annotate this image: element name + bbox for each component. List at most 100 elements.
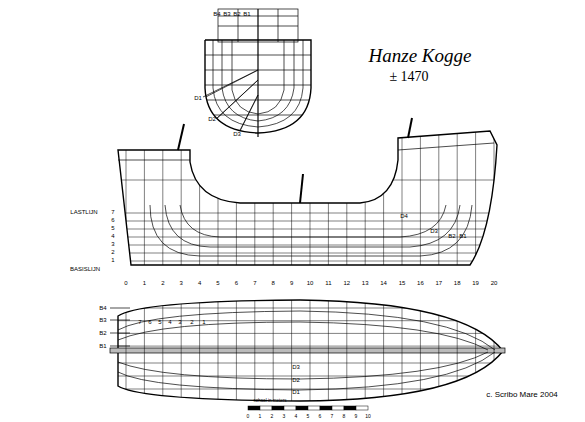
grid-line [162, 120, 163, 270]
drawing-label: B1 [243, 11, 250, 17]
grid-line [110, 389, 505, 390]
scale-segment [272, 406, 284, 410]
grid-line [236, 120, 237, 270]
scale-segment [308, 406, 320, 410]
drawing-label: 12 [343, 280, 350, 286]
grid-line [494, 120, 495, 270]
grid-line [291, 120, 292, 270]
grid-line [144, 295, 145, 405]
drawing-label: c. Scribo Mare 2004 [486, 391, 558, 399]
drawing-label: B2 [233, 11, 240, 17]
grid-line [110, 333, 505, 334]
drawing-label: B2 [448, 233, 455, 239]
drawing-label: BASISLIJN [70, 266, 100, 272]
grid-line [218, 120, 219, 270]
grid-line [110, 213, 505, 214]
hull-line [150, 205, 472, 256]
drawing-label: 2 [111, 249, 114, 255]
drawing-label: D2 [208, 116, 216, 122]
hull-line [118, 352, 495, 390]
drawing-label: D1 [292, 389, 300, 395]
grid-line [438, 295, 439, 405]
drawing-label: 5 [111, 225, 114, 231]
grid-line [475, 120, 476, 270]
drawing-label: 16 [417, 280, 424, 286]
drawing-label: B1 [459, 233, 466, 239]
grid-line [365, 295, 366, 405]
grid-line [273, 120, 274, 270]
scale-segment [296, 406, 308, 410]
drawing-label: 8 [272, 280, 275, 286]
drawing-label: 4 [295, 414, 298, 419]
grid-line [126, 295, 127, 405]
scale-segment [356, 406, 368, 410]
drawing-label: 18 [454, 280, 461, 286]
drawing-label: 13 [362, 280, 369, 286]
drawing-label: B4 [99, 305, 106, 311]
drawing-label: 11 [325, 280, 331, 286]
drawing-label: 1 [111, 257, 114, 263]
drawing-label: 6 [319, 414, 322, 419]
drawing-label: 4 [168, 319, 171, 325]
drawing-label: 7 [111, 209, 114, 215]
scale-segment [284, 406, 296, 410]
drawing-label: D2 [292, 377, 300, 383]
grid-line [110, 363, 505, 364]
grid-line [438, 120, 439, 270]
drawing-label: 1 [259, 414, 262, 419]
drawing-label: ± 1470 [389, 70, 428, 84]
grid-line [291, 295, 292, 405]
drawing-label: 15 [399, 280, 406, 286]
drawing-label: 5 [158, 319, 161, 325]
grid-line [420, 295, 421, 405]
grid-line [402, 120, 403, 270]
drawing-label: 5 [216, 280, 219, 286]
hull-line [165, 205, 460, 247]
drawing-label: 3 [283, 414, 286, 419]
drawing-label: 1 [202, 319, 205, 325]
drawing-label: 17 [435, 280, 442, 286]
grid-line [110, 261, 505, 262]
drawing-label: 3 [180, 280, 183, 286]
drawing-label: B3 [99, 317, 106, 323]
grid-line [162, 295, 163, 405]
drawing-label: LASTLIJN [70, 209, 97, 215]
grid-line [110, 180, 505, 181]
grid-line [110, 346, 505, 347]
grid-line [126, 120, 127, 270]
hull-line [118, 311, 495, 350]
drawing-label: D3 [233, 131, 241, 137]
hull-line [118, 322, 488, 350]
grid-line [328, 120, 329, 270]
drawing-label: B2 [99, 330, 106, 336]
scale-segment [344, 406, 356, 410]
drawing-label: 3 [111, 241, 114, 247]
grid-line [144, 120, 145, 270]
drawing-label: 14 [380, 280, 387, 286]
drawing-label: D3 [292, 364, 300, 370]
grid-line [110, 221, 505, 222]
drawing-label: 4 [111, 233, 114, 239]
drawing-label: 19 [472, 280, 479, 286]
drawing-label: 9 [290, 280, 293, 286]
grid-line [310, 120, 311, 270]
grid-line [475, 295, 476, 405]
drawing-label: B4 [213, 11, 220, 17]
drawing-label: 2 [190, 319, 193, 325]
grid-line [383, 295, 384, 405]
hull-line [118, 352, 488, 379]
drawing-label: 3 [178, 319, 181, 325]
drawing-label: 2 [161, 280, 164, 286]
hull-line [180, 205, 446, 237]
drawing-label: 1 [143, 280, 146, 286]
drawing-label: 8 [343, 414, 346, 419]
grid-line [199, 120, 200, 270]
grid-line [365, 120, 366, 270]
grid-line [110, 253, 505, 254]
grid-line [110, 229, 505, 230]
grid-line [110, 245, 505, 246]
title: Hanze Kogge [369, 46, 472, 65]
drawing-label: 4 [198, 280, 201, 286]
drawing-label: 7 [253, 280, 256, 286]
